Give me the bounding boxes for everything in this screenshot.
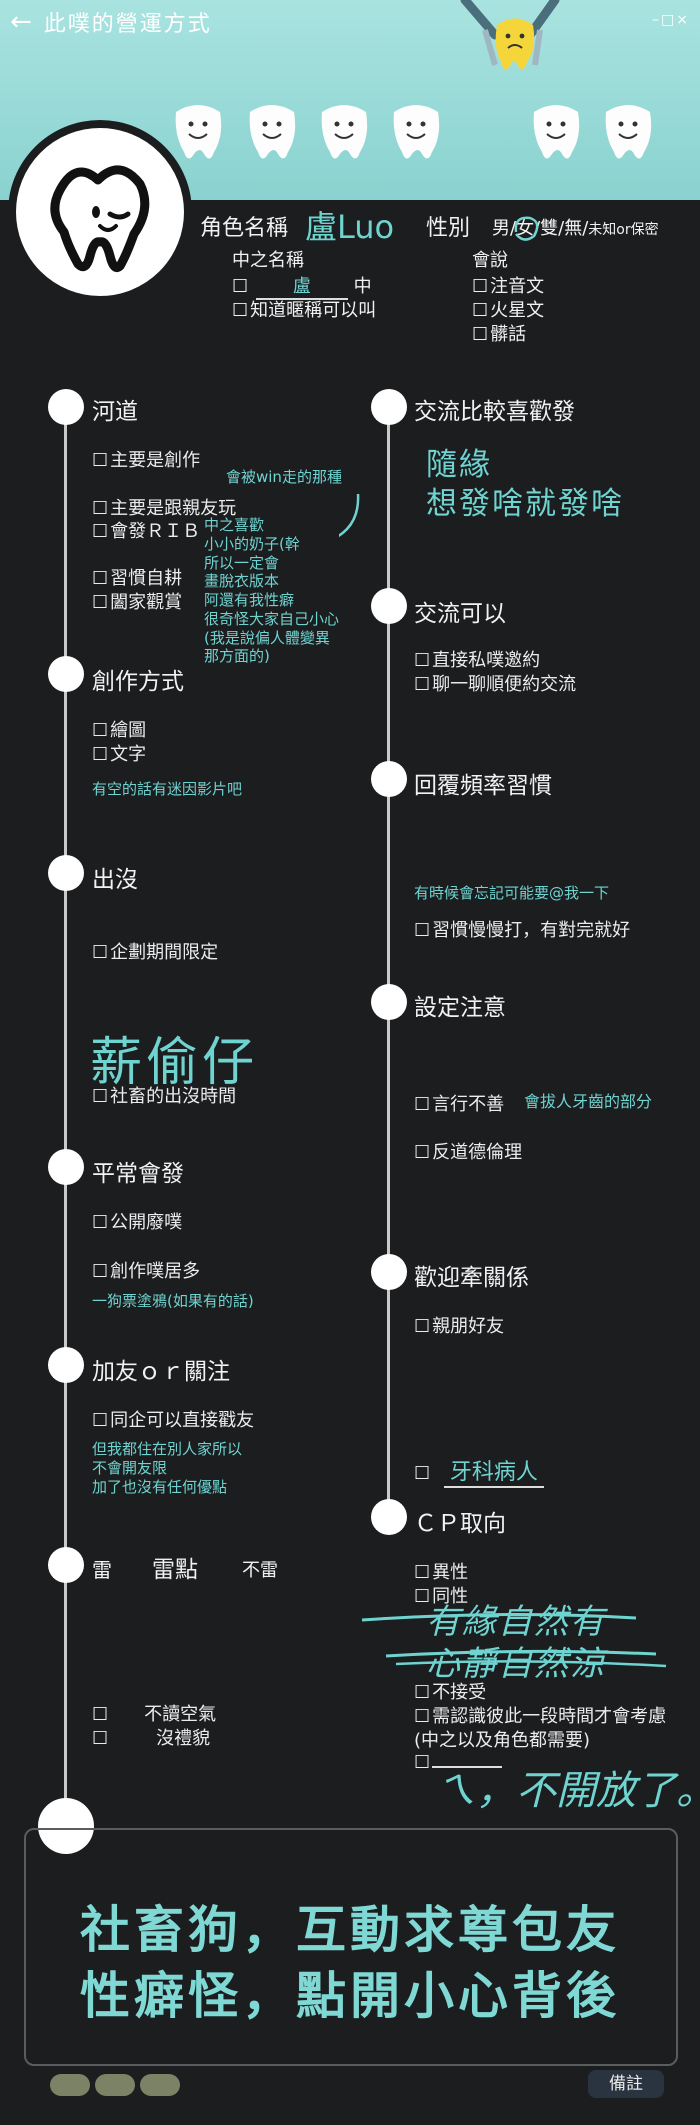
checkbox-item[interactable]: 異性 <box>414 1558 468 1584</box>
timeline-node <box>371 1254 407 1290</box>
section-title-welcome: 歡迎牽關係 <box>414 1265 529 1291</box>
checkbox-item[interactable]: 聊一聊順便約交流 <box>414 670 576 696</box>
checkbox-item[interactable]: 需認識彼此一段時間才會考慮 <box>414 1702 666 1728</box>
section-title-usual: 平常會發 <box>92 1161 184 1187</box>
reply-note: 有時候會忘記可能要@我一下 <box>414 884 610 902</box>
prefer-note: 隨緣 想發啥就發啥 <box>426 447 624 522</box>
nickname-option[interactable]: 知道暱稱可以叫 <box>232 296 376 322</box>
window-title: 此噗的營運方式 <box>43 12 212 37</box>
tooth-icon <box>175 105 222 159</box>
checkbox-item[interactable]: 創作噗居多 <box>92 1257 200 1283</box>
checkbox-item[interactable]: 反道德倫理 <box>414 1138 522 1164</box>
forceps-tooth-icon <box>460 0 560 70</box>
avatar[interactable] <box>10 122 190 302</box>
checkbox-item[interactable]: 親朋好友 <box>414 1312 504 1338</box>
section-title-ok: 交流可以 <box>414 601 506 627</box>
tooth-icon <box>393 105 440 159</box>
tooth-icon <box>249 105 296 159</box>
timeline-node <box>48 1547 84 1583</box>
setting-note: 會拔人牙齒的部分 <box>524 1092 653 1111</box>
timeline-node <box>371 984 407 1020</box>
friend-note: 但我都住在別人家所以 不會開友限 加了也沒有任何優點 <box>92 1440 243 1496</box>
timeline-node <box>48 1347 84 1383</box>
mine-item[interactable]: 不讀空氣 <box>92 1700 216 1726</box>
checkbox-item[interactable]: 闔家觀賞 <box>92 588 182 614</box>
timeline-node <box>371 389 407 425</box>
usual-note: 一狗票塗鴉(如果有的話) <box>92 1292 254 1310</box>
section-title-friend: 加友ｏｒ關注 <box>92 1359 230 1385</box>
section-title-setting: 設定注意 <box>414 995 506 1021</box>
gender-circle-mark <box>514 216 539 241</box>
checkbox-item-blank[interactable] <box>414 1752 503 1773</box>
tooth-icon <box>321 105 368 159</box>
cp-note-paren: (中之以及角色都需要) <box>414 1730 591 1751</box>
role-name-value: 盧Luo <box>305 208 395 246</box>
window-controls[interactable]: –□× <box>652 12 690 28</box>
speaks-label: 會說 <box>472 250 508 271</box>
footer-pill-button[interactable] <box>140 2074 180 2096</box>
timeline-node <box>371 761 407 797</box>
section-title-cp: ＣＰ取向 <box>414 1511 506 1537</box>
checkbox-item[interactable]: 習慣慢慢打，有對完就好 <box>414 916 630 942</box>
section-title-river: 河道 <box>92 399 138 425</box>
gender-label: 性別 <box>426 216 471 241</box>
section-title-appear: 出沒 <box>92 867 138 893</box>
river-note-list: 中之喜歡 小小的奶子(幹 所以一定會 畫脫衣版本 阿還有我性癖 很奇怪大家自己小… <box>202 516 340 666</box>
timeline-node <box>48 389 84 425</box>
timeline-node <box>48 656 84 692</box>
checkbox-item[interactable]: 不接受 <box>414 1678 486 1704</box>
timeline-node <box>371 588 407 624</box>
checkbox-item[interactable]: 社畜的出沒時間 <box>92 1082 236 1108</box>
mine-item[interactable]: 沒禮貌 <box>92 1724 210 1750</box>
slogan-box <box>24 1828 678 2066</box>
strike-lines <box>361 1612 667 1668</box>
section-title-reply: 回覆頻率習慣 <box>414 773 552 799</box>
window-title-bar: ← 此噗的營運方式 <box>10 6 212 38</box>
remark-button[interactable]: 備註 <box>588 2070 664 2098</box>
checkbox-item[interactable]: 文字 <box>92 740 146 766</box>
checkbox-item[interactable]: 會發ＲＩＢ <box>92 517 200 543</box>
section-title-create: 創作方式 <box>92 669 184 695</box>
tooth-logo-icon <box>50 165 150 273</box>
speaks-option[interactable]: 注音文 <box>472 272 544 298</box>
checkbox-item[interactable]: 公開廢噗 <box>92 1208 182 1234</box>
tooth-icon <box>533 105 580 159</box>
section-title-mine: 雷 <box>92 1558 112 1582</box>
slogan-line: 性癖怪，點開小心背後 <box>80 1967 620 2025</box>
checkbox-item[interactable]: 習慣自耕 <box>92 564 182 590</box>
slogan-line: 社畜狗，互動求尊包友 <box>80 1901 620 1959</box>
speaks-option[interactable]: 火星文 <box>472 296 544 322</box>
back-arrow-icon[interactable]: ← <box>10 7 34 37</box>
footer-pill-button[interactable] <box>95 2074 135 2096</box>
create-note: 有空的話有迷因影片吧 <box>92 780 243 798</box>
footer-pill-button[interactable] <box>50 2074 90 2096</box>
checkbox-item[interactable]: 企劃期間限定 <box>92 938 218 964</box>
role-name-label: 角色名稱 <box>200 216 289 241</box>
checkbox-item[interactable]: 同企可以直接戳友 <box>92 1406 254 1432</box>
checkbox-item[interactable]: 主要是跟親友玩 <box>92 494 236 520</box>
left-timeline <box>64 410 67 1800</box>
nickname-label: 中之名稱 <box>232 250 304 271</box>
checkbox-item[interactable]: 同性 <box>414 1582 468 1608</box>
checkbox-item[interactable]: 繪圖 <box>92 716 146 742</box>
speaks-option[interactable]: 髒話 <box>472 320 526 346</box>
checkbox-item[interactable]: 主要是創作 <box>92 446 200 472</box>
checkbox-item-extra[interactable]: 牙科病人 <box>414 1454 544 1488</box>
cp-strike-text: 有緣自然有 <box>426 1602 606 1642</box>
mine-col-label: 不雷 <box>242 1560 278 1581</box>
checkbox-item[interactable]: 直接私噗邀約 <box>414 646 540 672</box>
tooth-icon <box>605 105 652 159</box>
river-note-top: 會被win走的那種 <box>226 468 342 486</box>
section-title-prefer: 交流比較喜歡發 <box>414 399 575 425</box>
timeline-node <box>48 855 84 891</box>
cp-handwritten-note: ㄟ，不開放了。 <box>436 1768 700 1814</box>
mine-col-label: 雷點 <box>152 1557 198 1583</box>
timeline-node <box>371 1499 407 1535</box>
timeline-node <box>48 1149 84 1185</box>
checkbox-item[interactable]: 言行不善 <box>414 1090 504 1116</box>
timeline-node-large <box>38 1798 94 1854</box>
right-timeline <box>387 410 390 1530</box>
